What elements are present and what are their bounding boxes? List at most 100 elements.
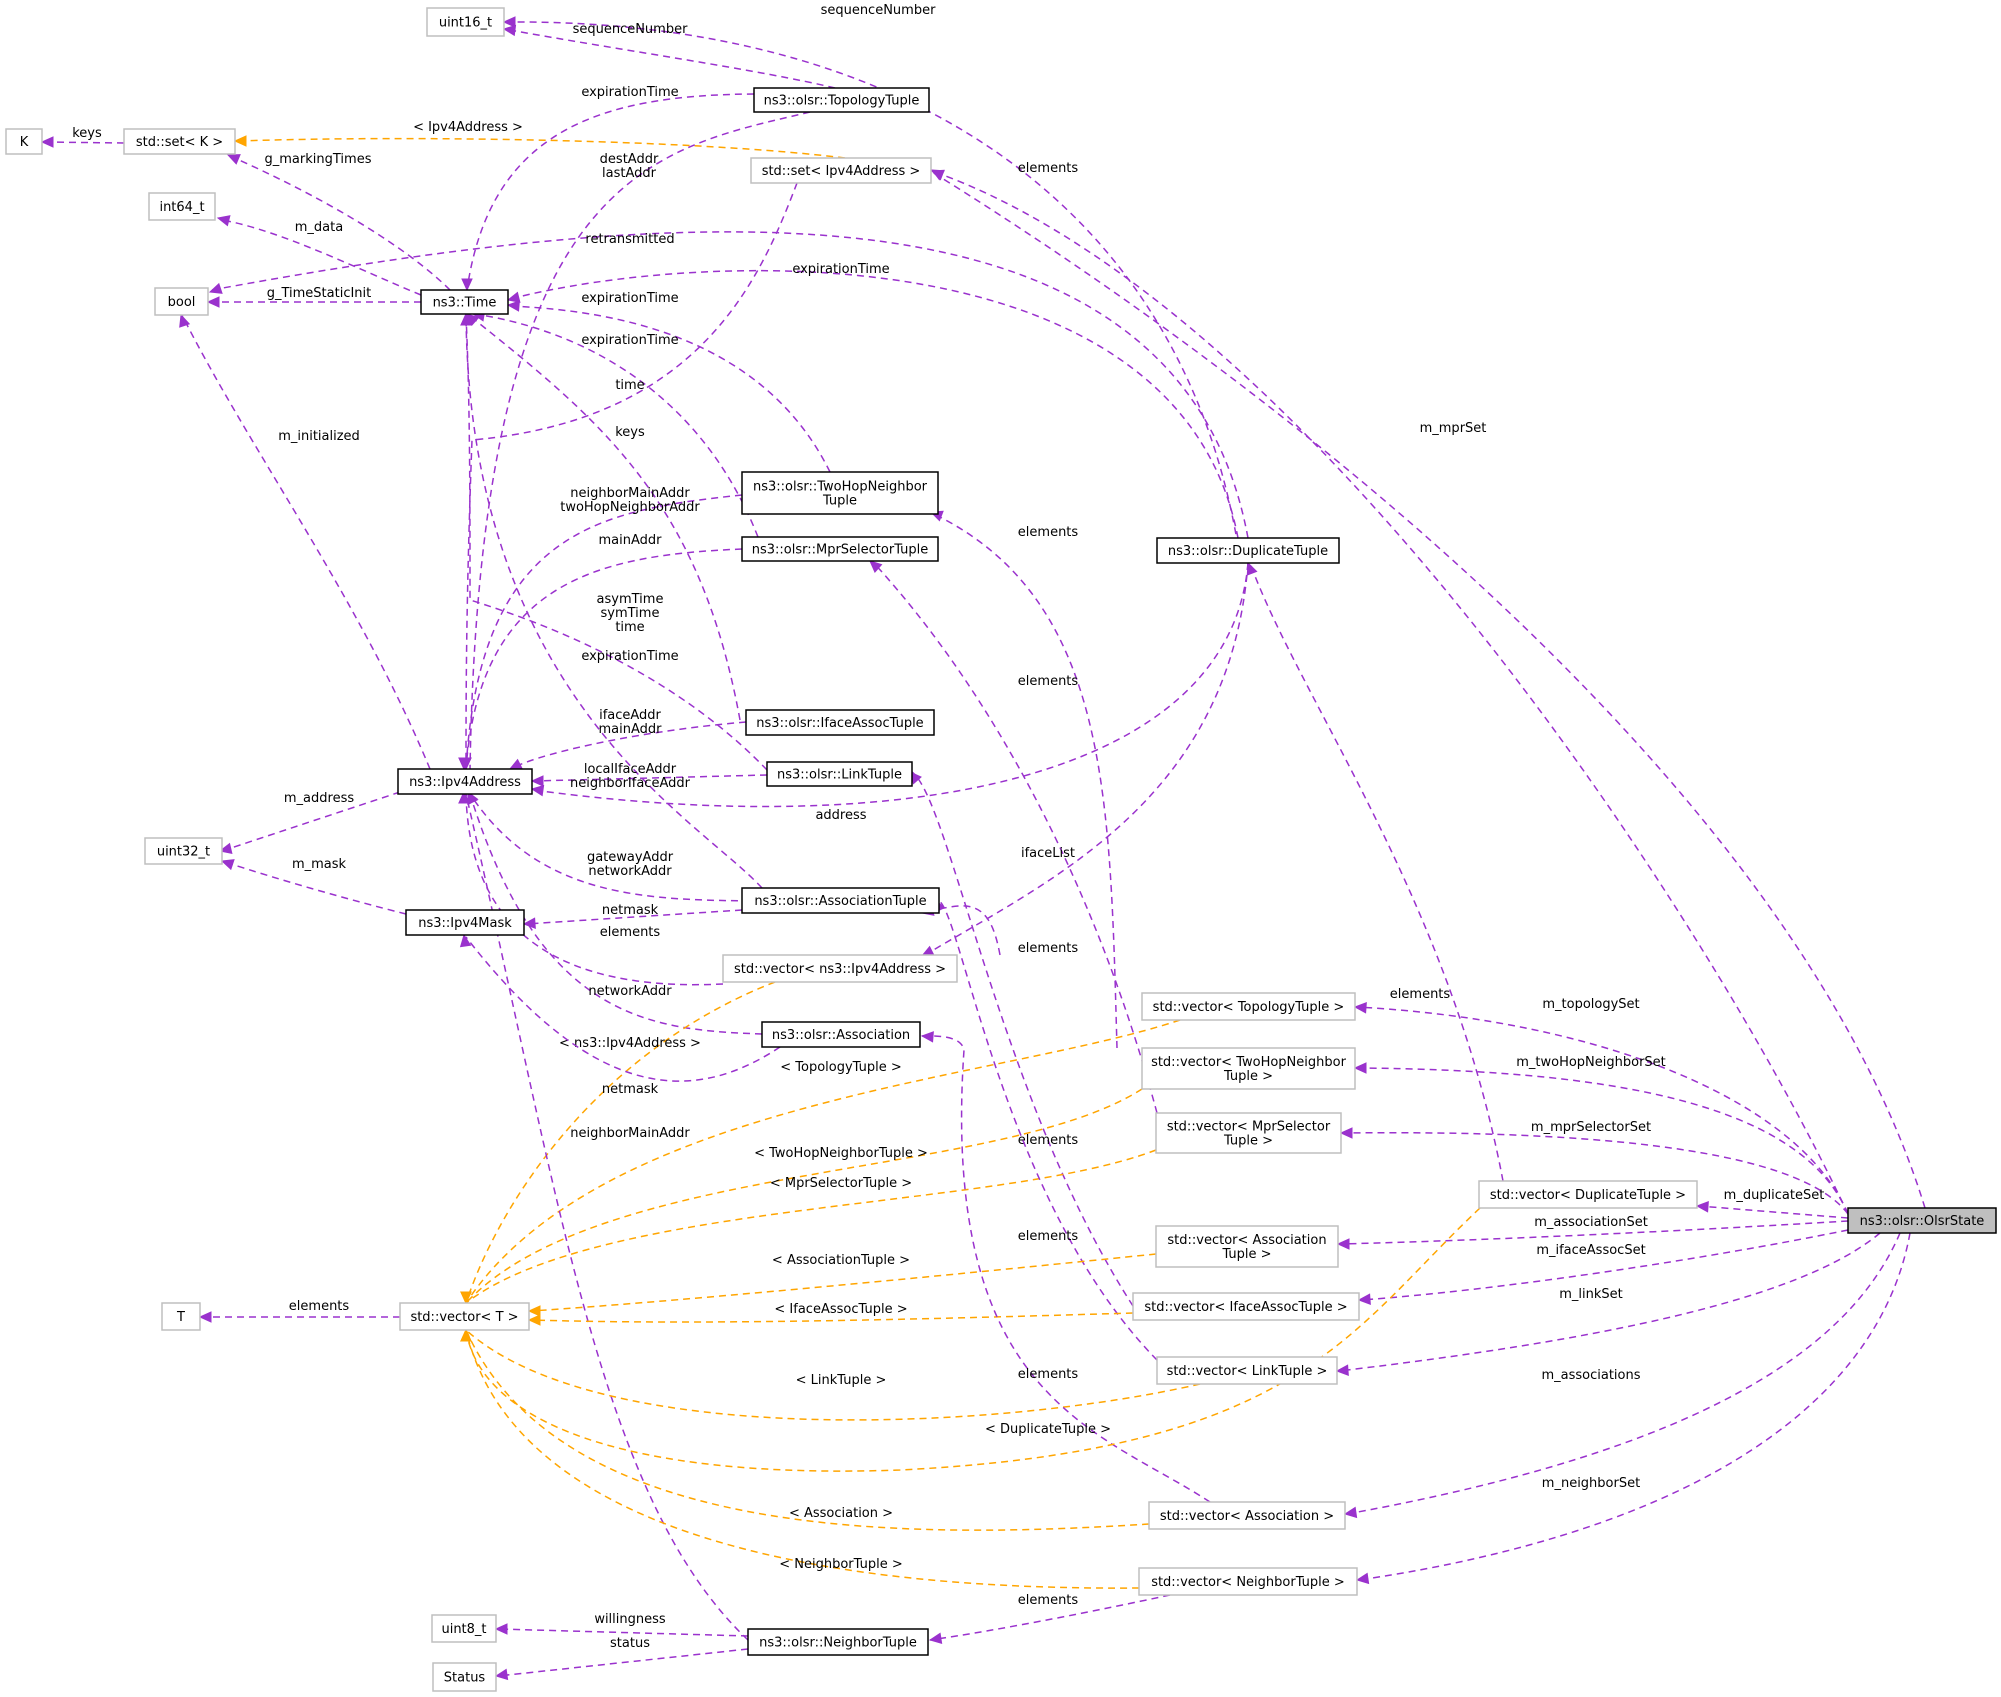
node-label: std::set< Ipv4Address >	[762, 164, 921, 179]
edge-line	[1249, 562, 1504, 1182]
node-vecNeighbor[interactable]: std::vector< NeighborTuple >	[1138, 1567, 1358, 1596]
node-status[interactable]: Status	[432, 1662, 497, 1692]
node-vecIface[interactable]: std::vector< IfaceAssocTuple >	[1132, 1292, 1360, 1321]
node-bool[interactable]: bool	[154, 287, 209, 316]
node-topo[interactable]: ns3::olsr::TopologyTuple	[753, 87, 930, 113]
edge-nbrMain: neighborMainAddr	[458, 790, 749, 1641]
node-box	[1141, 992, 1356, 1021]
node-box	[161, 1302, 201, 1331]
node-vecTopo[interactable]: std::vector< TopologyTuple >	[1141, 992, 1356, 1021]
node-label: ns3::olsr::IfaceAssocTuple	[756, 716, 923, 731]
arrowhead	[1695, 1201, 1709, 1213]
node-box	[123, 128, 236, 155]
edge-mpr_tmpl: < MprSelectorTuple >	[460, 1149, 1157, 1305]
edge-label: < DuplicateTuple >	[985, 1422, 1111, 1437]
edge-label: address	[815, 808, 866, 823]
edge-label: < NeighborTuple >	[779, 1557, 903, 1572]
edge-time: time	[466, 313, 741, 721]
arrowhead	[1355, 1572, 1370, 1585]
node-time[interactable]: ns3::Time	[420, 289, 509, 315]
node-label: ns3::olsr::Association	[772, 1028, 910, 1043]
node-box	[761, 1021, 921, 1048]
edge-label: expirationTime	[581, 333, 678, 348]
node-vecT[interactable]: std::vector< T >	[399, 1302, 530, 1331]
edge-label: expirationTime	[581, 291, 678, 306]
edge-label: elements	[1018, 1593, 1079, 1608]
node-label: uint8_t	[441, 1622, 486, 1637]
edge-g_static: g_TimeStaticInit	[206, 286, 421, 308]
node-box	[750, 157, 932, 184]
arrowhead	[458, 790, 470, 804]
edge-label: < IfaceAssocTuple >	[774, 1302, 907, 1317]
node-vecLink[interactable]: std::vector< LinkTuple >	[1156, 1356, 1338, 1385]
node-vecAssoc[interactable]: std::vector< Association >	[1148, 1501, 1346, 1530]
node-vecDup[interactable]: std::vector< DuplicateTuple >	[1478, 1180, 1698, 1209]
edge-line	[1342, 1131, 1849, 1215]
node-olsr[interactable]: ns3::olsr::OlsrState	[1847, 1207, 1997, 1234]
arrowhead	[502, 16, 516, 28]
edge-mainAddr: mainAddr	[458, 533, 743, 771]
edge-label: < LinkTuple >	[796, 1373, 887, 1388]
edge-line	[211, 231, 1249, 539]
node-assoctuple[interactable]: ns3::olsr::AssociationTuple	[741, 887, 940, 914]
arrowhead	[930, 169, 945, 181]
node-K[interactable]: K	[5, 128, 43, 155]
edge-line	[497, 1628, 749, 1637]
edge-label: < Ipv4Address >	[413, 120, 523, 135]
arrowhead	[233, 135, 247, 147]
node-uint16[interactable]: uint16_t	[426, 7, 505, 37]
node-T[interactable]: T	[161, 1302, 201, 1331]
node-uint8[interactable]: uint8_t	[431, 1614, 497, 1643]
edge-label: elements	[1018, 1229, 1079, 1244]
edge-keys_K: keys	[40, 126, 125, 148]
node-link[interactable]: ns3::olsr::LinkTuple	[766, 761, 913, 787]
node-box	[1141, 1047, 1356, 1090]
edge-label: networkAddr	[588, 984, 672, 999]
edge-line	[465, 1088, 1143, 1304]
node-box	[144, 837, 223, 865]
arrowhead	[527, 1305, 541, 1317]
edge-line	[509, 305, 831, 473]
node-box	[1132, 1292, 1360, 1321]
node-mask[interactable]: ns3::Ipv4Mask	[405, 909, 525, 936]
node-assoc[interactable]: ns3::olsr::Association	[761, 1021, 921, 1048]
node-vecIpv4[interactable]: std::vector< ns3::Ipv4Address >	[722, 954, 958, 983]
node-setK[interactable]: std::set< K >	[123, 128, 236, 155]
edge-line	[1360, 1229, 1849, 1301]
edge-line	[924, 562, 1249, 956]
arrowhead	[1339, 1127, 1353, 1139]
edge-line	[465, 1329, 1201, 1421]
node-ipv4[interactable]: ns3::Ipv4Address	[397, 768, 533, 795]
node-int64[interactable]: int64_t	[148, 192, 216, 221]
edge-label: < Association >	[789, 1506, 893, 1521]
node-box	[741, 887, 940, 914]
edges: sequenceNumbersequenceNumberexpirationTi…	[40, 3, 1926, 1681]
edge-m_topologySet: m_topologySet	[1353, 997, 1849, 1215]
node-box	[426, 7, 505, 37]
node-box	[1478, 1180, 1698, 1209]
arrowhead	[508, 758, 523, 770]
edge-label: elements	[1018, 161, 1079, 176]
node-iface[interactable]: ns3::olsr::IfaceAssocTuple	[745, 709, 935, 736]
node-box	[5, 128, 43, 155]
arrowhead	[494, 1623, 508, 1635]
node-box	[431, 1614, 497, 1643]
edge-elements_dup: elements	[1246, 561, 1504, 1182]
node-mprsel[interactable]: ns3::olsr::MprSelectorTuple	[741, 536, 939, 562]
node-box	[741, 471, 939, 515]
node-setIpv4[interactable]: std::set< Ipv4Address >	[750, 157, 932, 184]
edge-label: mainAddr	[599, 533, 663, 548]
node-dup[interactable]: ns3::olsr::DuplicateTuple	[1156, 537, 1340, 564]
edge-elements_assoc: elements	[920, 1031, 1211, 1503]
edge-line	[236, 137, 846, 159]
node-neighbor[interactable]: ns3::olsr::NeighborTuple	[747, 1628, 929, 1656]
node-uint32[interactable]: uint32_t	[144, 837, 223, 865]
arrowhead	[220, 859, 235, 871]
